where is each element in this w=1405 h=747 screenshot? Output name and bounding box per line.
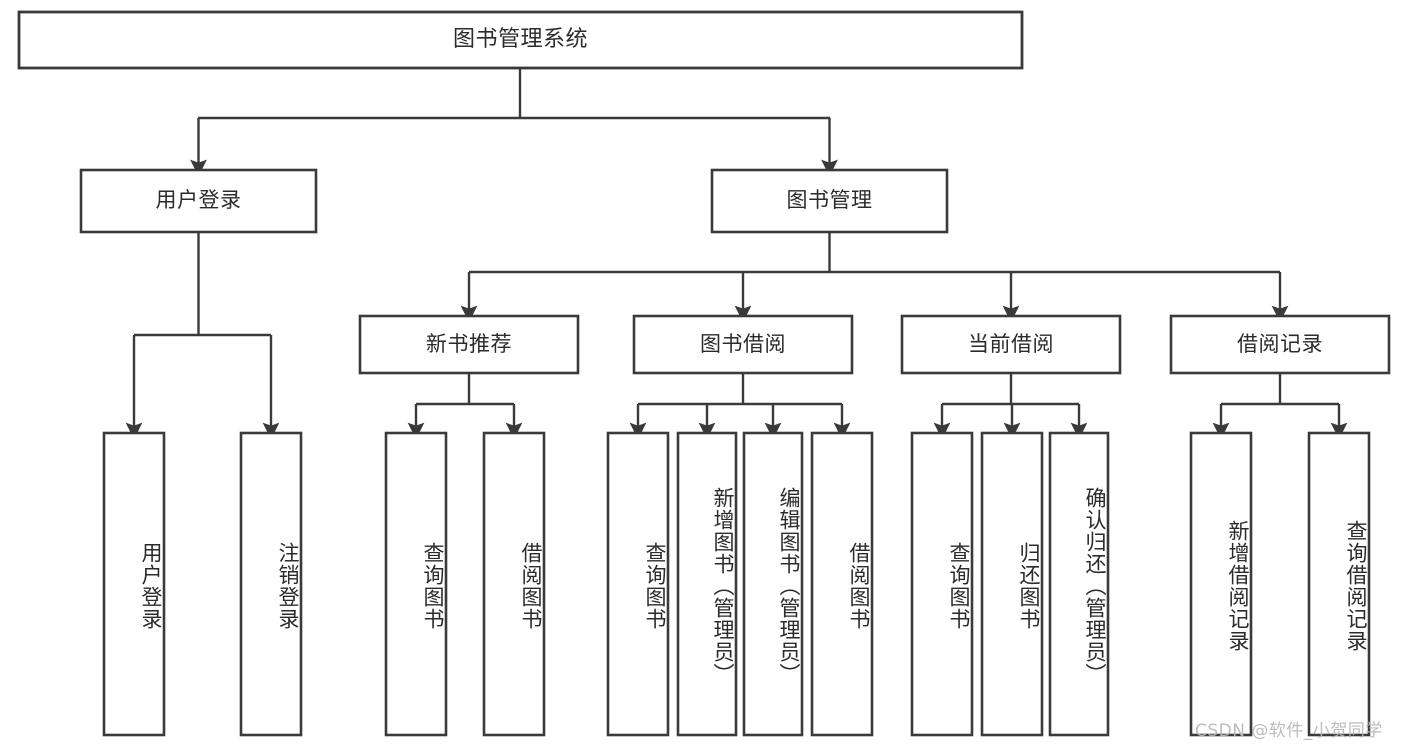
node-current-borrow[interactable]	[900, 314, 1122, 375]
node-book-manage[interactable]	[710, 168, 949, 234]
node-book-borrow[interactable]	[632, 314, 854, 375]
node-leaf-query-book-2[interactable]	[606, 431, 670, 737]
node-leaf-add-book[interactable]	[676, 431, 738, 737]
node-borrow-record[interactable]	[1169, 314, 1391, 375]
node-leaf-edit-book[interactable]	[742, 431, 804, 737]
node-leaf-query-record[interactable]	[1307, 431, 1371, 737]
node-leaf-query-book-1[interactable]	[384, 431, 448, 737]
node-leaf-query-book-3[interactable]	[910, 431, 974, 737]
node-new-book-rec[interactable]	[358, 314, 580, 375]
connector-layer	[125, 68, 1348, 440]
node-leaf-add-record[interactable]	[1189, 431, 1253, 737]
node-box-layer	[17, 10, 1391, 737]
node-leaf-borrow-book-1[interactable]	[482, 431, 546, 737]
node-leaf-logout-login[interactable]	[239, 431, 303, 737]
node-leaf-borrow-book-2[interactable]	[810, 431, 874, 737]
node-user-login[interactable]	[79, 168, 318, 234]
node-leaf-return-book[interactable]	[980, 431, 1044, 737]
node-leaf-user-login[interactable]	[102, 431, 166, 737]
node-leaf-confirm-return[interactable]	[1048, 431, 1110, 737]
node-root-system[interactable]	[17, 10, 1024, 70]
